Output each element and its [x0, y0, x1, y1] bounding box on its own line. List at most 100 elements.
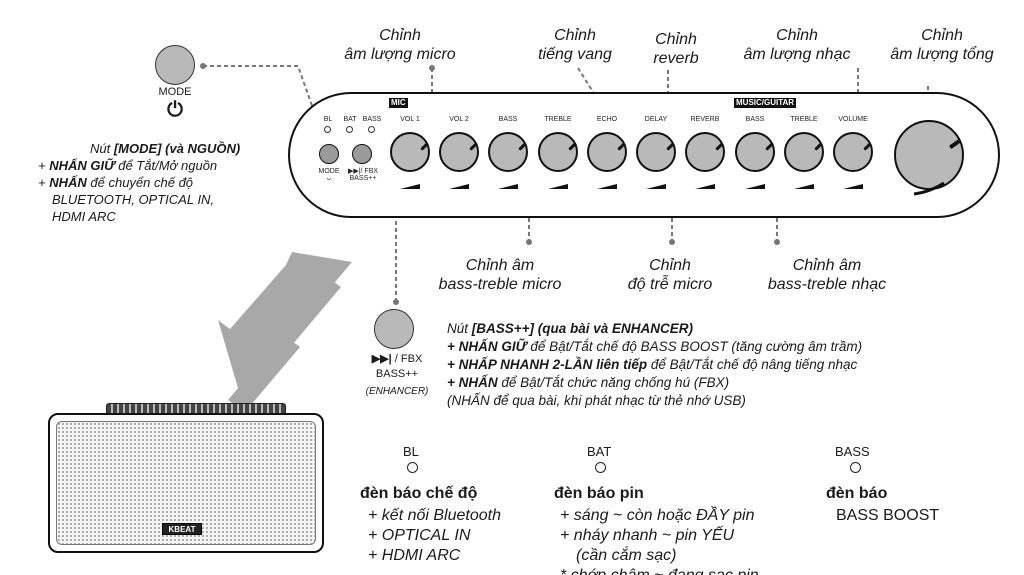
indicator-bl-item-2: + OPTICAL IN — [368, 527, 471, 544]
speaker-illustration: KBEAT — [48, 403, 328, 553]
level-indicator — [449, 184, 469, 189]
level-indicator — [843, 184, 863, 189]
knob-vol2[interactable] — [439, 132, 479, 172]
bass-button-label3: (ENHANCER) — [365, 386, 429, 397]
indicator-bat-title: đèn báo pin — [554, 485, 644, 502]
level-indicator — [548, 184, 568, 189]
led-label-bass: BASS — [362, 116, 382, 123]
callout-mic-bass-treble: Chỉnh âm bass-treble micro — [420, 256, 580, 294]
callout-reverb-l2: reverb — [653, 50, 699, 67]
indicator-bass-label: BASS — [835, 444, 870, 459]
mode-line1-rest: để Tắt/Mở nguồn — [114, 158, 218, 173]
knob-echo[interactable] — [587, 132, 627, 172]
bass-l1-rest: để Bật/Tắt chế độ BASS BOOST (tăng cường… — [526, 339, 863, 354]
indicator-bat-item-2: + nháy nhanh ~ pin YẾU — [560, 527, 735, 544]
panel-fbx-button[interactable] — [352, 144, 372, 164]
callout-master-volume-l2: âm lượng tổng — [890, 46, 994, 63]
knob-label-music-bass: BASS — [745, 116, 765, 123]
indicator-bl-item-3: + HDMI ARC — [368, 547, 461, 564]
indicator-bat-item-1: + sáng ~ còn hoặc ĐẦY pin — [560, 507, 755, 524]
led-bl — [324, 126, 331, 133]
callout-delay-l1: Chỉnh — [649, 257, 691, 274]
bass-description: Nút [BASS++] (qua bài và ENHANCER) + NHẤ… — [447, 320, 862, 410]
knob-label-reverb: REVERB — [690, 116, 720, 123]
indicator-bat-item-3: (cần cắm sạc) — [576, 547, 677, 564]
led-label-bat: BAT — [343, 116, 357, 123]
knob-music-treble[interactable] — [784, 132, 824, 172]
indicator-bl-item-1: + kết nối Bluetooth — [368, 507, 501, 524]
level-indicator — [745, 184, 765, 189]
callout-echo-l2: tiếng vang — [538, 46, 612, 63]
knob-vol1[interactable] — [390, 132, 430, 172]
knob-delay[interactable] — [636, 132, 676, 172]
bass-l2-rest: để Bật/Tắt chế độ nâng tiếng nhạc — [647, 357, 858, 372]
indicator-bass-item-1: BASS BOOST — [836, 507, 940, 524]
level-indicator — [794, 184, 814, 189]
panel-fbx-label: ▶▶|/ FBX — [347, 168, 379, 175]
led-bat — [346, 126, 353, 133]
knob-label-mic-bass: BASS — [498, 116, 518, 123]
mic-section-tag: MIC — [389, 98, 408, 108]
knob-music-volume[interactable] — [833, 132, 873, 172]
level-indicator — [498, 184, 518, 189]
mode-line4: HDMI ARC — [52, 209, 116, 224]
callout-mic-bass-treble-l1: Chỉnh âm — [465, 257, 535, 274]
mode-leader — [203, 65, 328, 149]
callout-music-volume-l1: Chỉnh — [776, 27, 818, 44]
mode-description: Nút [MODE] (và NGUỒN) + NHẤN GIỮ để Tắt/… — [38, 140, 240, 225]
knob-label-music-treble: TREBLE — [790, 116, 818, 123]
master-volume-arc — [913, 181, 945, 196]
bass-button-illustration[interactable] — [374, 309, 414, 349]
mode-line2-pre: + — [38, 175, 50, 190]
panel-mode-button[interactable] — [319, 144, 339, 164]
control-panel: BL BAT BASS MODE ᴗ ▶▶|/ FBX BASS++ MIC M… — [288, 92, 1000, 218]
knob-mic-bass[interactable] — [488, 132, 528, 172]
next-fbx-icon: ▶▶| — [371, 353, 392, 365]
bass-l3-rest: để Bật/Tắt chức năng chống hú (FBX) — [497, 375, 730, 390]
mode-line3: BLUETOOTH, OPTICAL IN, — [52, 192, 215, 207]
music-section-tag: MUSIC/GUITAR — [734, 98, 797, 108]
callout-delay-l2: độ trễ micro — [627, 276, 713, 293]
callout-master-volume-l1: Chỉnh — [921, 27, 963, 44]
mode-desc-title-bold: [MODE] (và NGUỒN) — [113, 141, 241, 156]
led-label-bl: BL — [323, 116, 333, 123]
indicator-bass-title: đèn báo — [826, 485, 888, 502]
knob-reverb[interactable] — [685, 132, 725, 172]
callout-echo-l1: Chỉnh — [554, 27, 596, 44]
mode-line1-pre: + — [38, 158, 50, 173]
callout-music-bass-treble-l1: Chỉnh âm — [792, 257, 862, 274]
speaker-body: KBEAT — [48, 413, 324, 553]
bass-title-bold: [BASS++] (qua bài và ENHANCER) — [471, 321, 694, 336]
panel-mode-sub: ᴗ — [327, 175, 331, 182]
callout-music-bass-treble-l2: bass-treble nhạc — [767, 276, 887, 293]
indicator-bat-led — [595, 462, 606, 473]
indicator-bat-label: BAT — [587, 444, 612, 459]
bass-title-pre: Nút — [447, 321, 472, 336]
led-bass — [368, 126, 375, 133]
mode-line2-bold: NHẤN — [49, 175, 87, 190]
level-indicator — [646, 184, 666, 189]
indicator-bl-label: BL — [403, 444, 419, 459]
callout-master-volume: Chỉnh âm lượng tổng — [872, 26, 1012, 64]
speaker-arrow — [218, 252, 352, 412]
indicator-bat-item-4: * chớp chậm ~ đang sạc pin — [560, 566, 759, 575]
callout-music-bass-treble: Chỉnh âm bass-treble nhạc — [752, 256, 902, 294]
bass-l4: (NHẤN để qua bài, khi phát nhạc từ thẻ n… — [447, 393, 746, 408]
indicator-bass-led — [850, 462, 861, 473]
knob-label-mic-treble: TREBLE — [544, 116, 572, 123]
bass-button-label-rest: / FBX — [391, 353, 423, 365]
speaker-grille — [56, 421, 316, 545]
mode-button-illustration[interactable] — [155, 45, 195, 85]
knob-music-bass[interactable] — [735, 132, 775, 172]
callout-mic-volume-l1: Chỉnh — [379, 27, 421, 44]
mode-line2-rest: để chuyển chế độ — [86, 175, 194, 190]
knob-label-music-volume: VOLUME — [838, 116, 868, 123]
knob-label-echo: ECHO — [596, 116, 618, 123]
callout-reverb-l1: Chỉnh — [655, 31, 697, 48]
bass-l2-bold: + NHẤP NHANH 2-LẦN liên tiếp — [447, 357, 648, 372]
speaker-brand-logo: KBEAT — [162, 523, 202, 535]
bass-l1-bold: + NHẤN GIỮ — [447, 339, 527, 354]
knob-mic-treble[interactable] — [538, 132, 578, 172]
level-indicator — [597, 184, 617, 189]
knob-label-delay: DELAY — [644, 116, 668, 123]
